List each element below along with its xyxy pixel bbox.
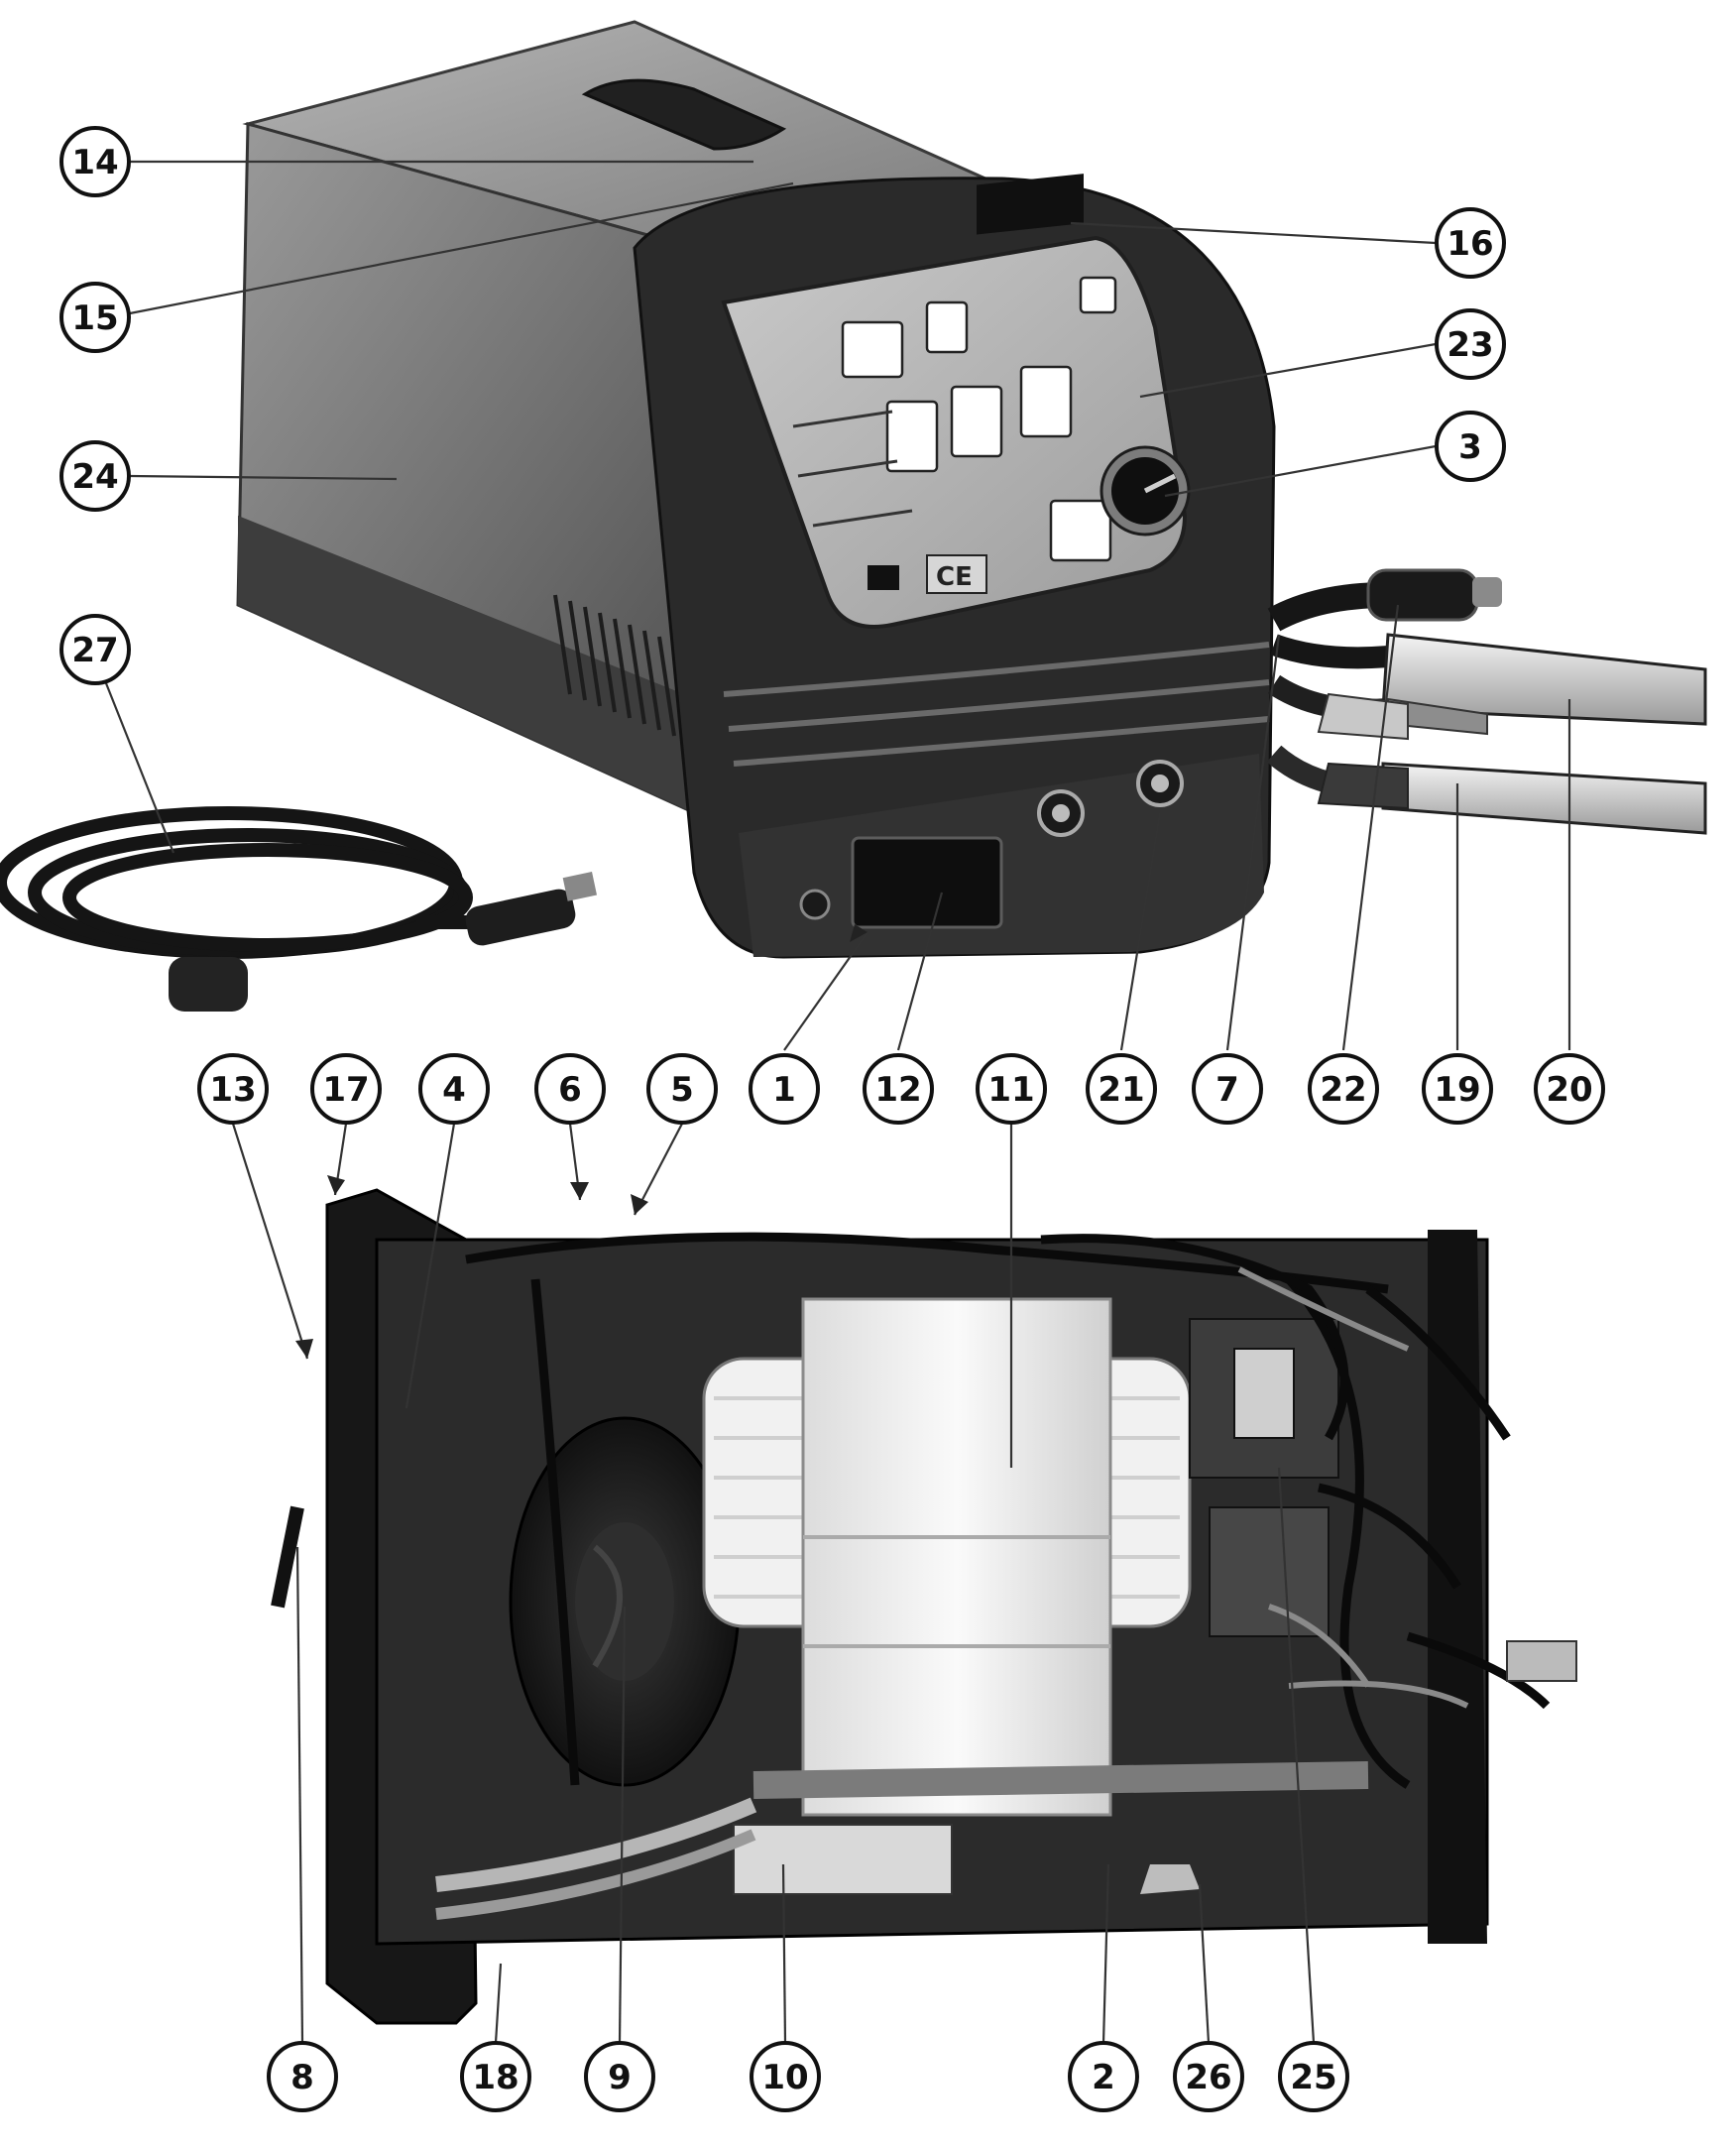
svg-text:3: 3: [1458, 427, 1482, 467]
mains-cable-entry: [271, 1505, 304, 1609]
svg-text:4: 4: [442, 1070, 466, 1110]
svg-text:17: 17: [322, 1070, 369, 1110]
svg-text:CE: CE: [936, 562, 973, 592]
svg-text:7: 7: [1215, 1070, 1239, 1110]
svg-text:9: 9: [608, 2058, 632, 2097]
callout-6: 6: [534, 1053, 606, 1125]
callout-9: 9: [584, 2041, 655, 2112]
callout-22: 22: [1308, 1053, 1379, 1125]
callout-27: 27: [59, 614, 131, 685]
callout-1: 1: [749, 1053, 820, 1125]
callout-23: 23: [1435, 308, 1506, 380]
charging-socket[interactable]: [851, 836, 1003, 929]
transformer: [702, 1297, 1192, 1817]
cable-lug: [1506, 1640, 1577, 1682]
panel-keys: [841, 276, 1117, 562]
callout-20: 20: [1534, 1053, 1605, 1125]
callout-15: 15: [59, 282, 131, 353]
svg-text:5: 5: [670, 1070, 694, 1110]
key-group-2[interactable]: [925, 300, 969, 354]
arrow-heads: [295, 924, 868, 1359]
clamp-negative[interactable]: [1317, 762, 1707, 835]
svg-text:2: 2: [1092, 2058, 1115, 2097]
svg-text:26: 26: [1185, 2058, 1231, 2097]
svg-text:21: 21: [1098, 1070, 1144, 1110]
callout-5: 5: [646, 1053, 718, 1125]
callout-26: 26: [1173, 2041, 1244, 2112]
ce-mark: CE: [926, 554, 987, 594]
key-group-3[interactable]: [1079, 276, 1117, 314]
svg-text:16: 16: [1447, 224, 1493, 264]
callout-16: 16: [1435, 207, 1506, 279]
svg-text:14: 14: [71, 143, 118, 182]
callout-10: 10: [750, 2041, 821, 2112]
svg-text:18: 18: [472, 2058, 519, 2097]
callout-18: 18: [460, 2041, 531, 2112]
callout-17: 17: [310, 1053, 382, 1125]
svg-text:19: 19: [1434, 1070, 1480, 1110]
lcd-display: [977, 174, 1084, 235]
key-group-4[interactable]: [885, 400, 939, 473]
svg-text:24: 24: [71, 457, 118, 497]
interior-view: [271, 1188, 1577, 2025]
key-group-1[interactable]: [841, 320, 904, 379]
svg-text:6: 6: [558, 1070, 582, 1110]
extension-cable: [0, 806, 516, 959]
callout-19: 19: [1422, 1053, 1493, 1125]
svg-text:10: 10: [761, 2058, 808, 2097]
internal-wiring: [465, 1232, 1551, 1789]
callout-21: 21: [1086, 1053, 1157, 1125]
start-plug[interactable]: [1366, 568, 1502, 622]
terminal-block: [733, 1824, 953, 1895]
svg-text:8: 8: [290, 2058, 314, 2097]
callout-25: 25: [1278, 2041, 1349, 2112]
charger-unit-exterior: CE: [236, 20, 1276, 959]
brand-logo: [868, 565, 899, 590]
front-ridges: [723, 642, 1270, 767]
callouts: 14 15 24 27 16 23 3 13 17 4 6 5 1 12 11 …: [59, 126, 1605, 2112]
svg-text:12: 12: [874, 1070, 921, 1110]
callout-13: 13: [197, 1053, 269, 1125]
callout-24: 24: [59, 440, 131, 512]
svg-text:11: 11: [987, 1070, 1034, 1110]
extension-plug: [169, 872, 598, 1012]
main-cable-bundle: [752, 1761, 1369, 1799]
thermal-switch: [1140, 1864, 1200, 1894]
key-group-5[interactable]: [950, 385, 1003, 458]
vent-grill: [553, 594, 676, 737]
callout-8: 8: [267, 2041, 338, 2112]
callout-12: 12: [863, 1053, 934, 1125]
svg-text:23: 23: [1447, 325, 1493, 365]
callout-3: 3: [1435, 411, 1506, 482]
svg-text:20: 20: [1546, 1070, 1592, 1110]
svg-text:27: 27: [71, 631, 118, 670]
selector-knob[interactable]: [1099, 445, 1191, 537]
fuse-holder[interactable]: [799, 889, 831, 920]
relay-board: [1189, 1318, 1339, 1637]
handle-slot: [581, 78, 787, 151]
svg-text:13: 13: [209, 1070, 256, 1110]
callout-7: 7: [1192, 1053, 1263, 1125]
svg-text:15: 15: [71, 299, 118, 338]
callout-4: 4: [418, 1053, 490, 1125]
svg-text:1: 1: [772, 1070, 796, 1110]
svg-text:25: 25: [1290, 2058, 1336, 2097]
callout-2: 2: [1068, 2041, 1139, 2112]
key-group-6[interactable]: [1019, 365, 1073, 438]
callout-11: 11: [976, 1053, 1047, 1125]
callout-14: 14: [59, 126, 131, 197]
output-connectors[interactable]: [1037, 760, 1184, 837]
svg-text:22: 22: [1320, 1070, 1366, 1110]
key-group-7[interactable]: [1049, 499, 1112, 562]
